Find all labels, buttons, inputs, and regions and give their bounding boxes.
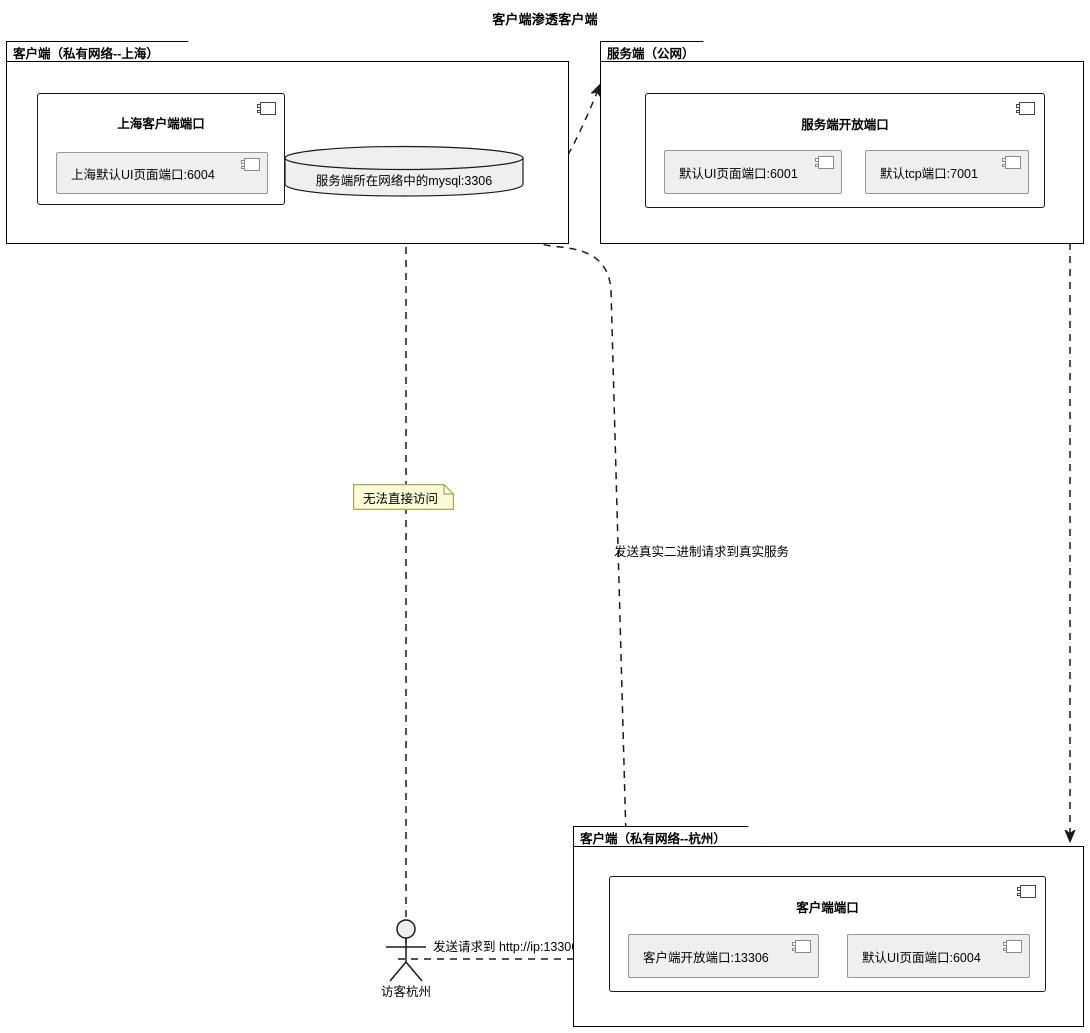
component-icon [1016, 102, 1035, 115]
actor-visitor-hangzhou[interactable]: 访客杭州 [368, 918, 444, 999]
component-title-shanghai-client-port: 上海客户端端口 [117, 117, 205, 131]
component-icon [1003, 940, 1022, 953]
diagram-title: 客户端渗透客户端 [492, 12, 598, 27]
subcomponent-hangzhou-open-port[interactable]: 客户端开放端口:13306 [628, 934, 819, 978]
subcomponent-shanghai-ui-port[interactable]: 上海默认UI页面端口:6004 [56, 152, 268, 194]
component-icon [792, 940, 811, 953]
package-shanghai-client: 客户端（私有网络--上海） 上海客户端端口 上海默认UI页面端口:6004 [6, 41, 569, 244]
component-title-hangzhou-client-port: 客户端端口 [796, 901, 859, 915]
package-label-server: 服务端（公网） [607, 46, 695, 61]
note-text: 无法直接访问 [362, 491, 438, 506]
subcomponent-hangzhou-ui-port[interactable]: 默认UI页面端口:6004 [847, 934, 1030, 978]
package-tab-server: 服务端（公网） [600, 41, 718, 62]
subcomponent-label-shanghai-ui-port: 上海默认UI页面端口:6004 [71, 167, 215, 182]
component-icon [241, 158, 260, 171]
package-label-shanghai: 客户端（私有网络--上海） [13, 46, 159, 61]
database-cylinder-icon [284, 145, 524, 197]
actor-label: 访客杭州 [380, 985, 431, 999]
database-mysql[interactable]: 服务端所在网络中的mysql:3306 [284, 145, 524, 197]
package-server-public: 服务端（公网） 服务端开放端口 默认UI页面端口:6001 默认tcp端口:70… [600, 41, 1084, 244]
component-title-server-open-ports: 服务端开放端口 [801, 118, 889, 132]
stick-figure-icon [386, 919, 426, 982]
note-shape [353, 484, 454, 510]
subcomponent-label-server-ui-port: 默认UI页面端口:6001 [679, 166, 798, 181]
edge-label-binary-request: 发送真实二进制请求到真实服务 [614, 545, 790, 559]
package-tab-hangzhou: 客户端（私有网络--杭州） [573, 826, 763, 847]
package-tab-shanghai: 客户端（私有网络--上海） [6, 41, 203, 62]
component-icon [1002, 156, 1021, 169]
note-no-direct-access[interactable]: 无法直接访问 [353, 484, 454, 510]
subcomponent-server-tcp-port[interactable]: 默认tcp端口:7001 [865, 150, 1029, 194]
component-icon [815, 156, 834, 169]
package-label-hangzhou: 客户端（私有网络--杭州） [580, 831, 726, 846]
component-icon [1017, 885, 1036, 898]
subcomponent-label-server-tcp-port: 默认tcp端口:7001 [880, 166, 978, 181]
package-hangzhou-client: 客户端（私有网络--杭州） 客户端端口 客户端开放端口:13306 默认UI页面… [573, 826, 1084, 1027]
subcomponent-label-hangzhou-ui-port: 默认UI页面端口:6004 [862, 950, 981, 965]
subcomponent-label-hangzhou-open-port: 客户端开放端口:13306 [643, 950, 769, 965]
component-hangzhou-client-port[interactable]: 客户端端口 客户端开放端口:13306 默认UI页面端口:6004 [609, 876, 1046, 992]
component-icon [257, 102, 276, 115]
database-label: 服务端所在网络中的mysql:3306 [315, 174, 493, 188]
component-server-open-ports[interactable]: 服务端开放端口 默认UI页面端口:6001 默认tcp端口:7001 [645, 93, 1045, 208]
component-shanghai-client-port[interactable]: 上海客户端端口 上海默认UI页面端口:6004 [37, 93, 285, 205]
subcomponent-server-ui-port[interactable]: 默认UI页面端口:6001 [664, 150, 842, 194]
edge-label-http-request: 发送请求到 http://ip:13306 [433, 940, 579, 954]
